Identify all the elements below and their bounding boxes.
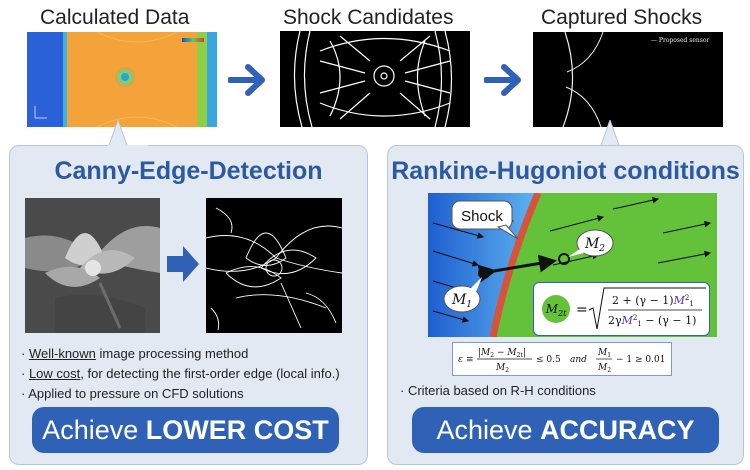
arrow-right-icon bbox=[167, 246, 199, 282]
achieve-accuracy-banner: Achieve ACCURACY bbox=[412, 407, 719, 453]
bullet-item: · Well-known image processing method bbox=[21, 346, 249, 361]
svg-text:M2: M2 bbox=[495, 363, 509, 374]
arrow-right-icon bbox=[484, 64, 521, 96]
svg-text:2γM21 − (γ − 1): 2γM21 − (γ − 1) bbox=[608, 314, 696, 328]
rh-title: Rankine-Hugoniot conditions bbox=[391, 157, 740, 185]
captured-legend: — Proposed sensor bbox=[651, 37, 709, 44]
panel-join bbox=[108, 145, 148, 149]
svg-text:=: = bbox=[576, 302, 588, 318]
canny-edges-image bbox=[206, 198, 342, 333]
calculated-data-label: Calculated Data bbox=[40, 6, 190, 29]
m1-label: M1 bbox=[451, 292, 472, 310]
svg-text:≡: ≡ bbox=[466, 355, 474, 365]
shock-label: Shock bbox=[461, 208, 503, 225]
arrow-right-icon bbox=[228, 64, 265, 96]
bullet-item: · Low cost, for detecting the first-orde… bbox=[21, 366, 340, 381]
svg-text:M1: M1 bbox=[597, 348, 611, 359]
svg-text:|M2 − M2t|: |M2 − M2t| bbox=[478, 348, 526, 359]
calculated-data-image bbox=[27, 32, 217, 127]
achieve-lower-cost-banner: Achieve LOWER COST bbox=[32, 407, 339, 453]
rh-formula: M2t = 2 + (γ − 1)M21 2γM21 − (γ − 1) bbox=[542, 287, 706, 330]
captured-shocks-label: Captured Shocks bbox=[541, 6, 703, 29]
svg-text:M2: M2 bbox=[597, 363, 611, 374]
m2-label: M2 bbox=[584, 236, 605, 254]
shock-candidates-image bbox=[280, 31, 470, 127]
bullet-item: · Applied to pressure on CFD solutions bbox=[21, 386, 244, 401]
lotus-grayscale-image bbox=[25, 198, 160, 333]
svg-text:ε: ε bbox=[458, 355, 463, 365]
canny-bullets: · Well-known image processing method · L… bbox=[21, 344, 340, 404]
shock-candidates-label: Shock Candidates bbox=[283, 6, 454, 29]
svg-text:− 1 ≥ 0.01: − 1 ≥ 0.01 bbox=[616, 355, 665, 365]
svg-text:≤ 0.5: ≤ 0.5 bbox=[536, 355, 561, 365]
criteria-formula: ε ≡ |M2 − M2t| M2 ≤ 0.5 and M1 M2 − 1 ≥ … bbox=[452, 342, 672, 376]
rh-bullet: · Criteria based on R-H conditions bbox=[400, 383, 596, 398]
svg-text:and: and bbox=[570, 355, 587, 365]
captured-shocks-image: — Proposed sensor bbox=[533, 32, 723, 127]
svg-text:2 + (γ − 1)M21: 2 + (γ − 1)M21 bbox=[612, 294, 694, 308]
rh-formula-box: M2t = 2 + (γ − 1)M21 2γM21 − (γ − 1) bbox=[533, 282, 710, 336]
svg-text:M2t: M2t bbox=[545, 302, 567, 318]
canny-title: Canny-Edge-Detection bbox=[54, 157, 323, 185]
